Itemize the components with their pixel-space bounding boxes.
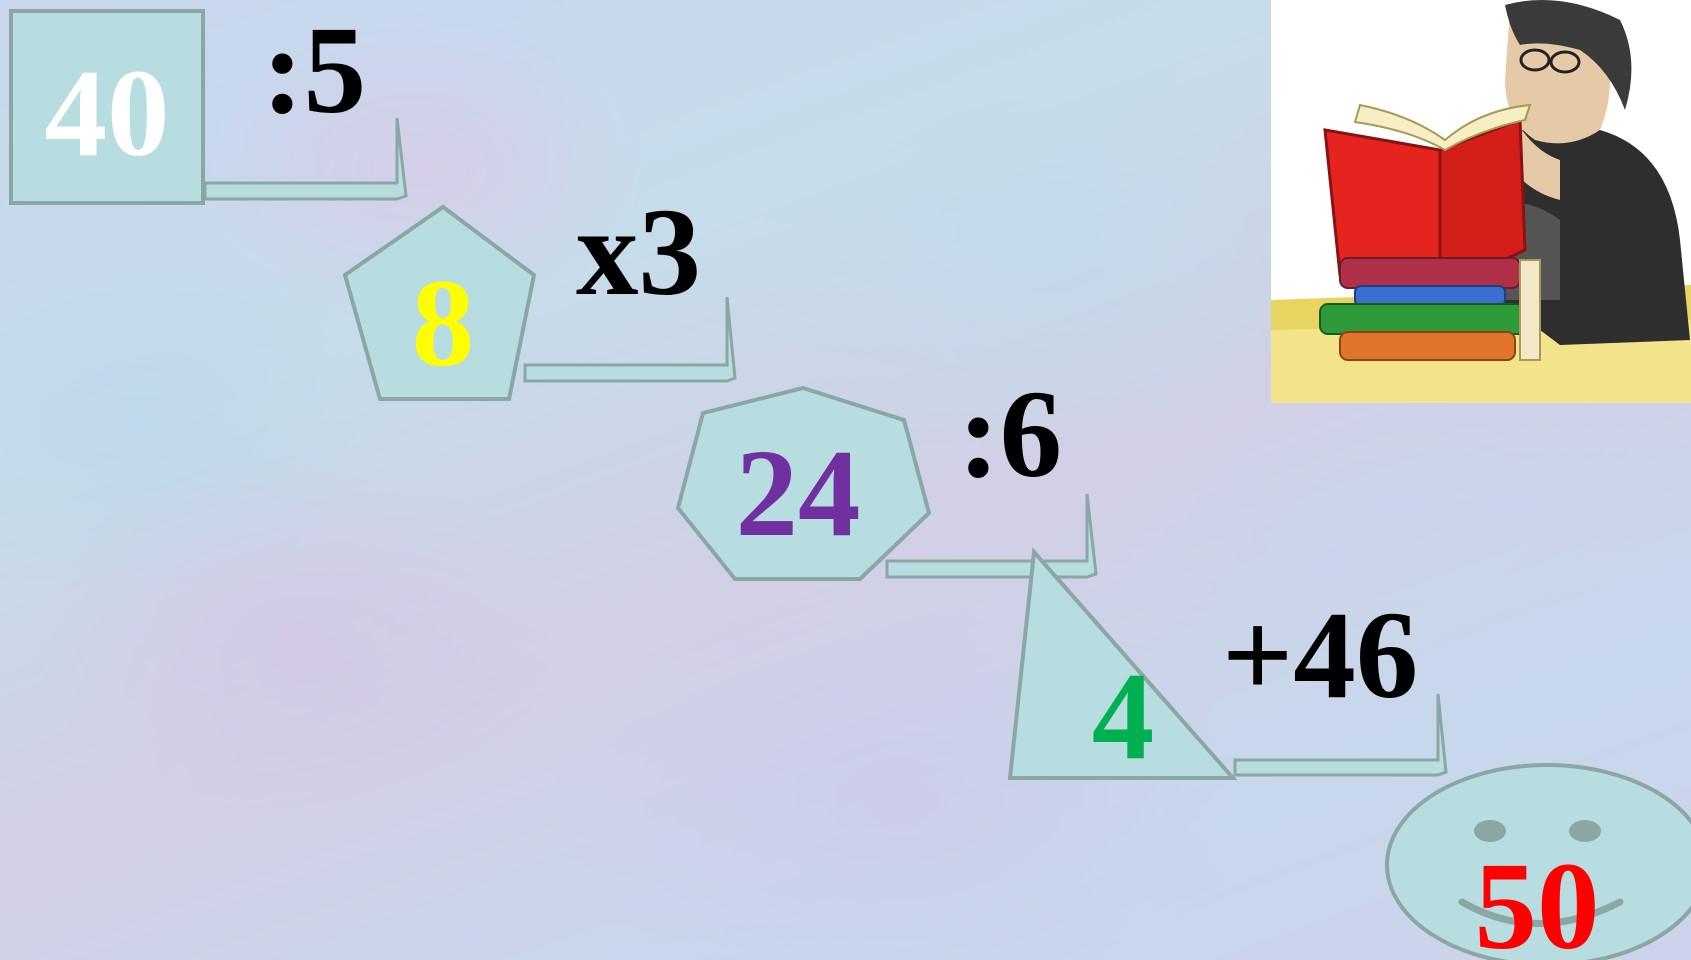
operation-label-2: x3 xyxy=(576,184,701,322)
operation-label-4: +46 xyxy=(1222,587,1418,725)
step-2-result: 24 xyxy=(736,425,861,563)
start-number: 40 xyxy=(45,45,170,183)
operation-label-1: :5 xyxy=(262,2,366,140)
step-3-result: 4 xyxy=(1092,648,1155,786)
step-1-result: 8 xyxy=(412,255,475,393)
man-reading-book-icon xyxy=(1271,0,1691,403)
operation-label-3: :6 xyxy=(958,366,1062,504)
final-result: 50 xyxy=(1475,838,1600,960)
